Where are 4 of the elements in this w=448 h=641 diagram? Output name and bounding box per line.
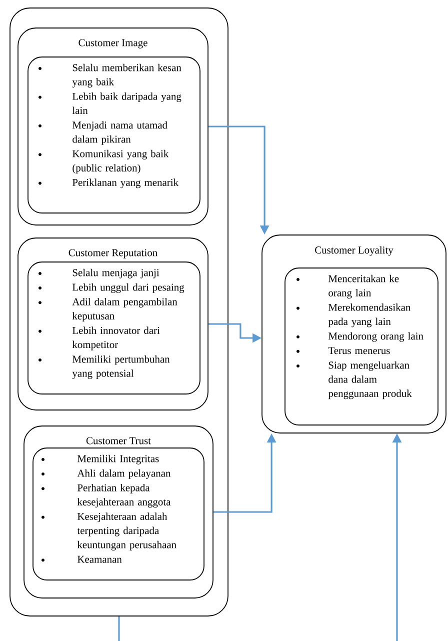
bullet-list-box: Memiliki Integritas Ahli dalam pelayanan Perhatian kepada kesejahteraan anggota Kesejahteraan adalah terpenting daripada keuntungan perusahaan Keamanan: [32, 448, 204, 580]
bullet-list-box: Selalu memberikan kesan yang baik Lebih baik daripada yang lain Menjadi nama utamad dalam pikiran Komunikasi yang baik (public relation) Periklanan yang menarik: [28, 56, 200, 214]
bullet-list-box: Menceritakan ke orang lain Merekomendasikan pada yang lain Mendorong orang lain Terus menerus Siap mengeluarkan dana dalam penggunaan produk: [284, 268, 438, 426]
bullet-list-box: Selalu menjaga janji Lebih unggul dari pesaing Adil dalam pengambilan keputusan Lebih innovator dari kompetitor Memiliki pertumbuhan yang potensial: [28, 262, 200, 394]
